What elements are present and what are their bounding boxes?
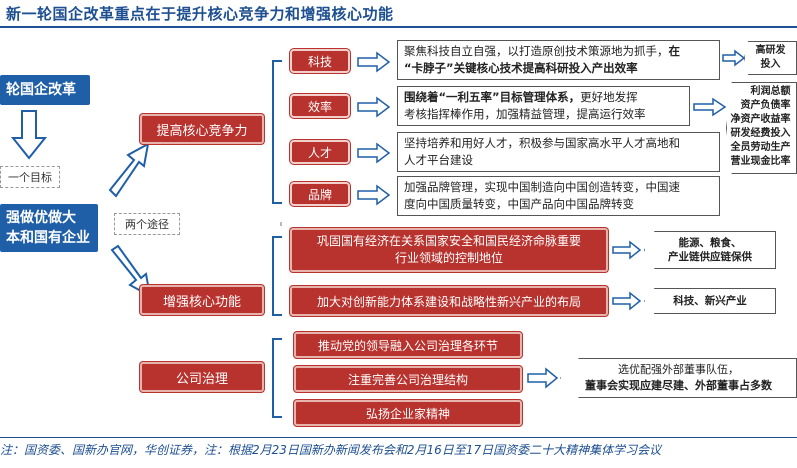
desc-tech-line-1: 聚焦科技自立自强，以打造原创技术策源地为抓手，在: [404, 43, 713, 60]
pill-talent: 人才: [290, 140, 350, 164]
desc-efficiency-line-1: 围绕着“一利五率”目标管理体系，更好地发挥: [404, 89, 683, 106]
right-arrow-icon: [527, 367, 559, 389]
right-arrow-icon: [612, 240, 642, 260]
function-branch-label: 增强核心功能: [162, 294, 241, 310]
pill-brand: 品牌: [290, 182, 350, 206]
one-goal-label: 一个目标: [0, 166, 60, 188]
governance-result-line-2: 董事会实现应建尽建、外部董事占多数: [585, 379, 772, 392]
result-eff-2: 资产负债率: [740, 100, 791, 111]
desc-brand: 加强品牌管理，实现中国制造向中国创造转变，中国速 度向中国质量转变，中国产品向中…: [397, 176, 720, 216]
desc-tech: 聚焦科技自立自强，以打造原创技术策源地为抓手，在 “卡脖子”关键核心技术提高科研…: [397, 40, 720, 80]
goal-line-1: 强做优做大: [6, 210, 76, 226]
desc-eff-text-a: 更好地发挥: [580, 90, 638, 104]
result-eff-5: 全员劳动生产: [730, 142, 791, 153]
two-paths-label: 两个途径: [114, 213, 180, 235]
governance-item-2: 注重完善公司治理结构: [294, 366, 522, 392]
function-branch: 增强核心功能: [140, 285, 264, 315]
result-tech: 高研发 投入: [744, 41, 797, 75]
pill-efficiency-label: 效率: [307, 99, 332, 114]
governance-item-1: 推动党的领导融入公司治理各环节: [294, 332, 522, 358]
compete-branch: 提高核心竞争力: [140, 114, 264, 144]
desc-eff-bold-a: 围绕着“一利五率”目标管理体系，: [404, 90, 581, 104]
result-eff-4: 研发经费投入: [730, 128, 791, 139]
result-tech-line-2: 投入: [760, 59, 781, 70]
governance-result-line-1: 选优配强外部董事队伍，: [618, 363, 739, 376]
desc-tech-text-a: 聚焦科技自立自强，以打造原创技术策源地为抓手，: [404, 44, 669, 58]
function-result-1: 能源、粮食、 产业链供应链保供: [644, 231, 776, 269]
reform-label: 轮国企改革: [6, 82, 76, 98]
desc-talent: 坚持培养和用好人才，积极参与国家高水平人才高地和 人才平台建设: [397, 132, 720, 172]
function-item-2-text: 加大对创新能力体系建设和战略性新兴产业的布局: [316, 294, 581, 309]
function-bracket: [272, 236, 282, 316]
desc-tech-line-2: “卡脖子”关键核心技术提高科研投入产出效率: [404, 60, 713, 77]
right-arrow-icon: [357, 51, 391, 73]
right-arrow-icon: [357, 142, 391, 164]
result-tech-line-1: 高研发: [755, 45, 786, 56]
function-item-1-line-2: 行业领域的控制地位: [394, 251, 503, 265]
governance-item-3-text: 弘扬企业家精神: [365, 406, 450, 421]
desc-brand-line-1: 加强品牌管理，实现中国制造向中国创造转变，中国速: [404, 180, 680, 194]
desc-efficiency-line-2: 考核指挥棒作用，加强精益管理，提高运行效率: [404, 107, 646, 121]
title-rule: [0, 26, 797, 28]
one-goal-text: 一个目标: [8, 171, 52, 184]
governance-item-1-text: 推动党的领导融入公司治理各环节: [317, 338, 498, 353]
function-result-1-line-2: 产业链供应链保供: [668, 251, 752, 263]
right-arrow-icon: [357, 184, 391, 206]
governance-item-3: 弘扬企业家精神: [294, 400, 522, 426]
function-result-2: 科技、新兴产业: [644, 288, 776, 314]
desc-tech-bold-a: 在: [668, 44, 681, 58]
compete-bracket: [272, 60, 282, 204]
function-result-1-line-1: 能源、粮食、: [678, 237, 742, 249]
desc-tech-text-b: “卡脖子”关键核心技术提高科研投入产出效率: [404, 61, 638, 75]
pill-tech: 科技: [290, 49, 350, 73]
pill-efficiency: 效率: [290, 94, 350, 118]
right-arrow-icon: [693, 97, 727, 117]
up-right-arrow-icon: [108, 142, 150, 198]
pill-talent-label: 人才: [307, 145, 332, 160]
reform-box: 轮国企改革: [0, 75, 90, 105]
result-efficiency: 利润总额 资产负债率 净资产收益率 研发经费投入 全员劳动生产 营业现金比率: [726, 82, 797, 174]
desc-efficiency: 围绕着“一利五率”目标管理体系，更好地发挥 考核指挥棒作用，加强精益管理，提高运…: [397, 86, 690, 126]
right-arrow-icon: [612, 291, 642, 311]
right-arrow-icon: [357, 96, 391, 118]
goal-line-2: 本和国有企业: [6, 230, 90, 246]
governance-item-2-text: 注重完善公司治理结构: [347, 372, 468, 387]
page-title: 新一轮国企改革重点在于提升核心竞争力和增强核心功能: [6, 5, 394, 23]
function-item-2: 加大对创新能力体系建设和战略性新兴产业的布局: [290, 286, 608, 316]
result-eff-6: 营业现金比率: [730, 156, 791, 167]
right-arrow-icon: [722, 49, 746, 67]
desc-brand-line-2: 度向中国质量转变，中国产品向中国品牌转变: [404, 197, 634, 211]
pill-brand-label: 品牌: [307, 187, 332, 202]
section-divider: [280, 222, 284, 226]
goal-box: 强做优做大 本和国有企业: [0, 204, 98, 252]
function-item-1-line-1: 巩固国有经济在关系国家安全和国民经济命脉重要: [316, 234, 581, 248]
pill-tech-label: 科技: [307, 54, 332, 69]
function-result-2-text: 科技、新兴产业: [673, 295, 747, 307]
source-note: 注：国资委、国新办官网，华创证券，注：根据2月23日国新办新闻发布会和2月16日…: [0, 443, 662, 457]
down-arrow-icon: [10, 110, 48, 160]
two-paths-text: 两个途径: [125, 218, 169, 231]
desc-talent-line-2: 人才平台建设: [404, 153, 473, 167]
function-item-1: 巩固国有经济在关系国家安全和国民经济命脉重要 行业领域的控制地位: [290, 228, 608, 272]
desc-talent-line-1: 坚持培养和用好人才，积极参与国家高水平人才高地和: [404, 136, 680, 150]
governance-branch: 公司治理: [140, 362, 264, 392]
governance-branch-label: 公司治理: [175, 371, 228, 387]
result-eff-3: 净资产收益率: [730, 114, 791, 125]
note-rule: [0, 437, 797, 438]
compete-branch-label: 提高核心竞争力: [156, 123, 248, 139]
result-eff-1: 利润总额: [750, 86, 791, 97]
governance-bracket: [272, 338, 282, 418]
governance-result: 选优配强外部董事队伍， 董事会实现应建尽建、外部董事占多数: [560, 358, 797, 398]
